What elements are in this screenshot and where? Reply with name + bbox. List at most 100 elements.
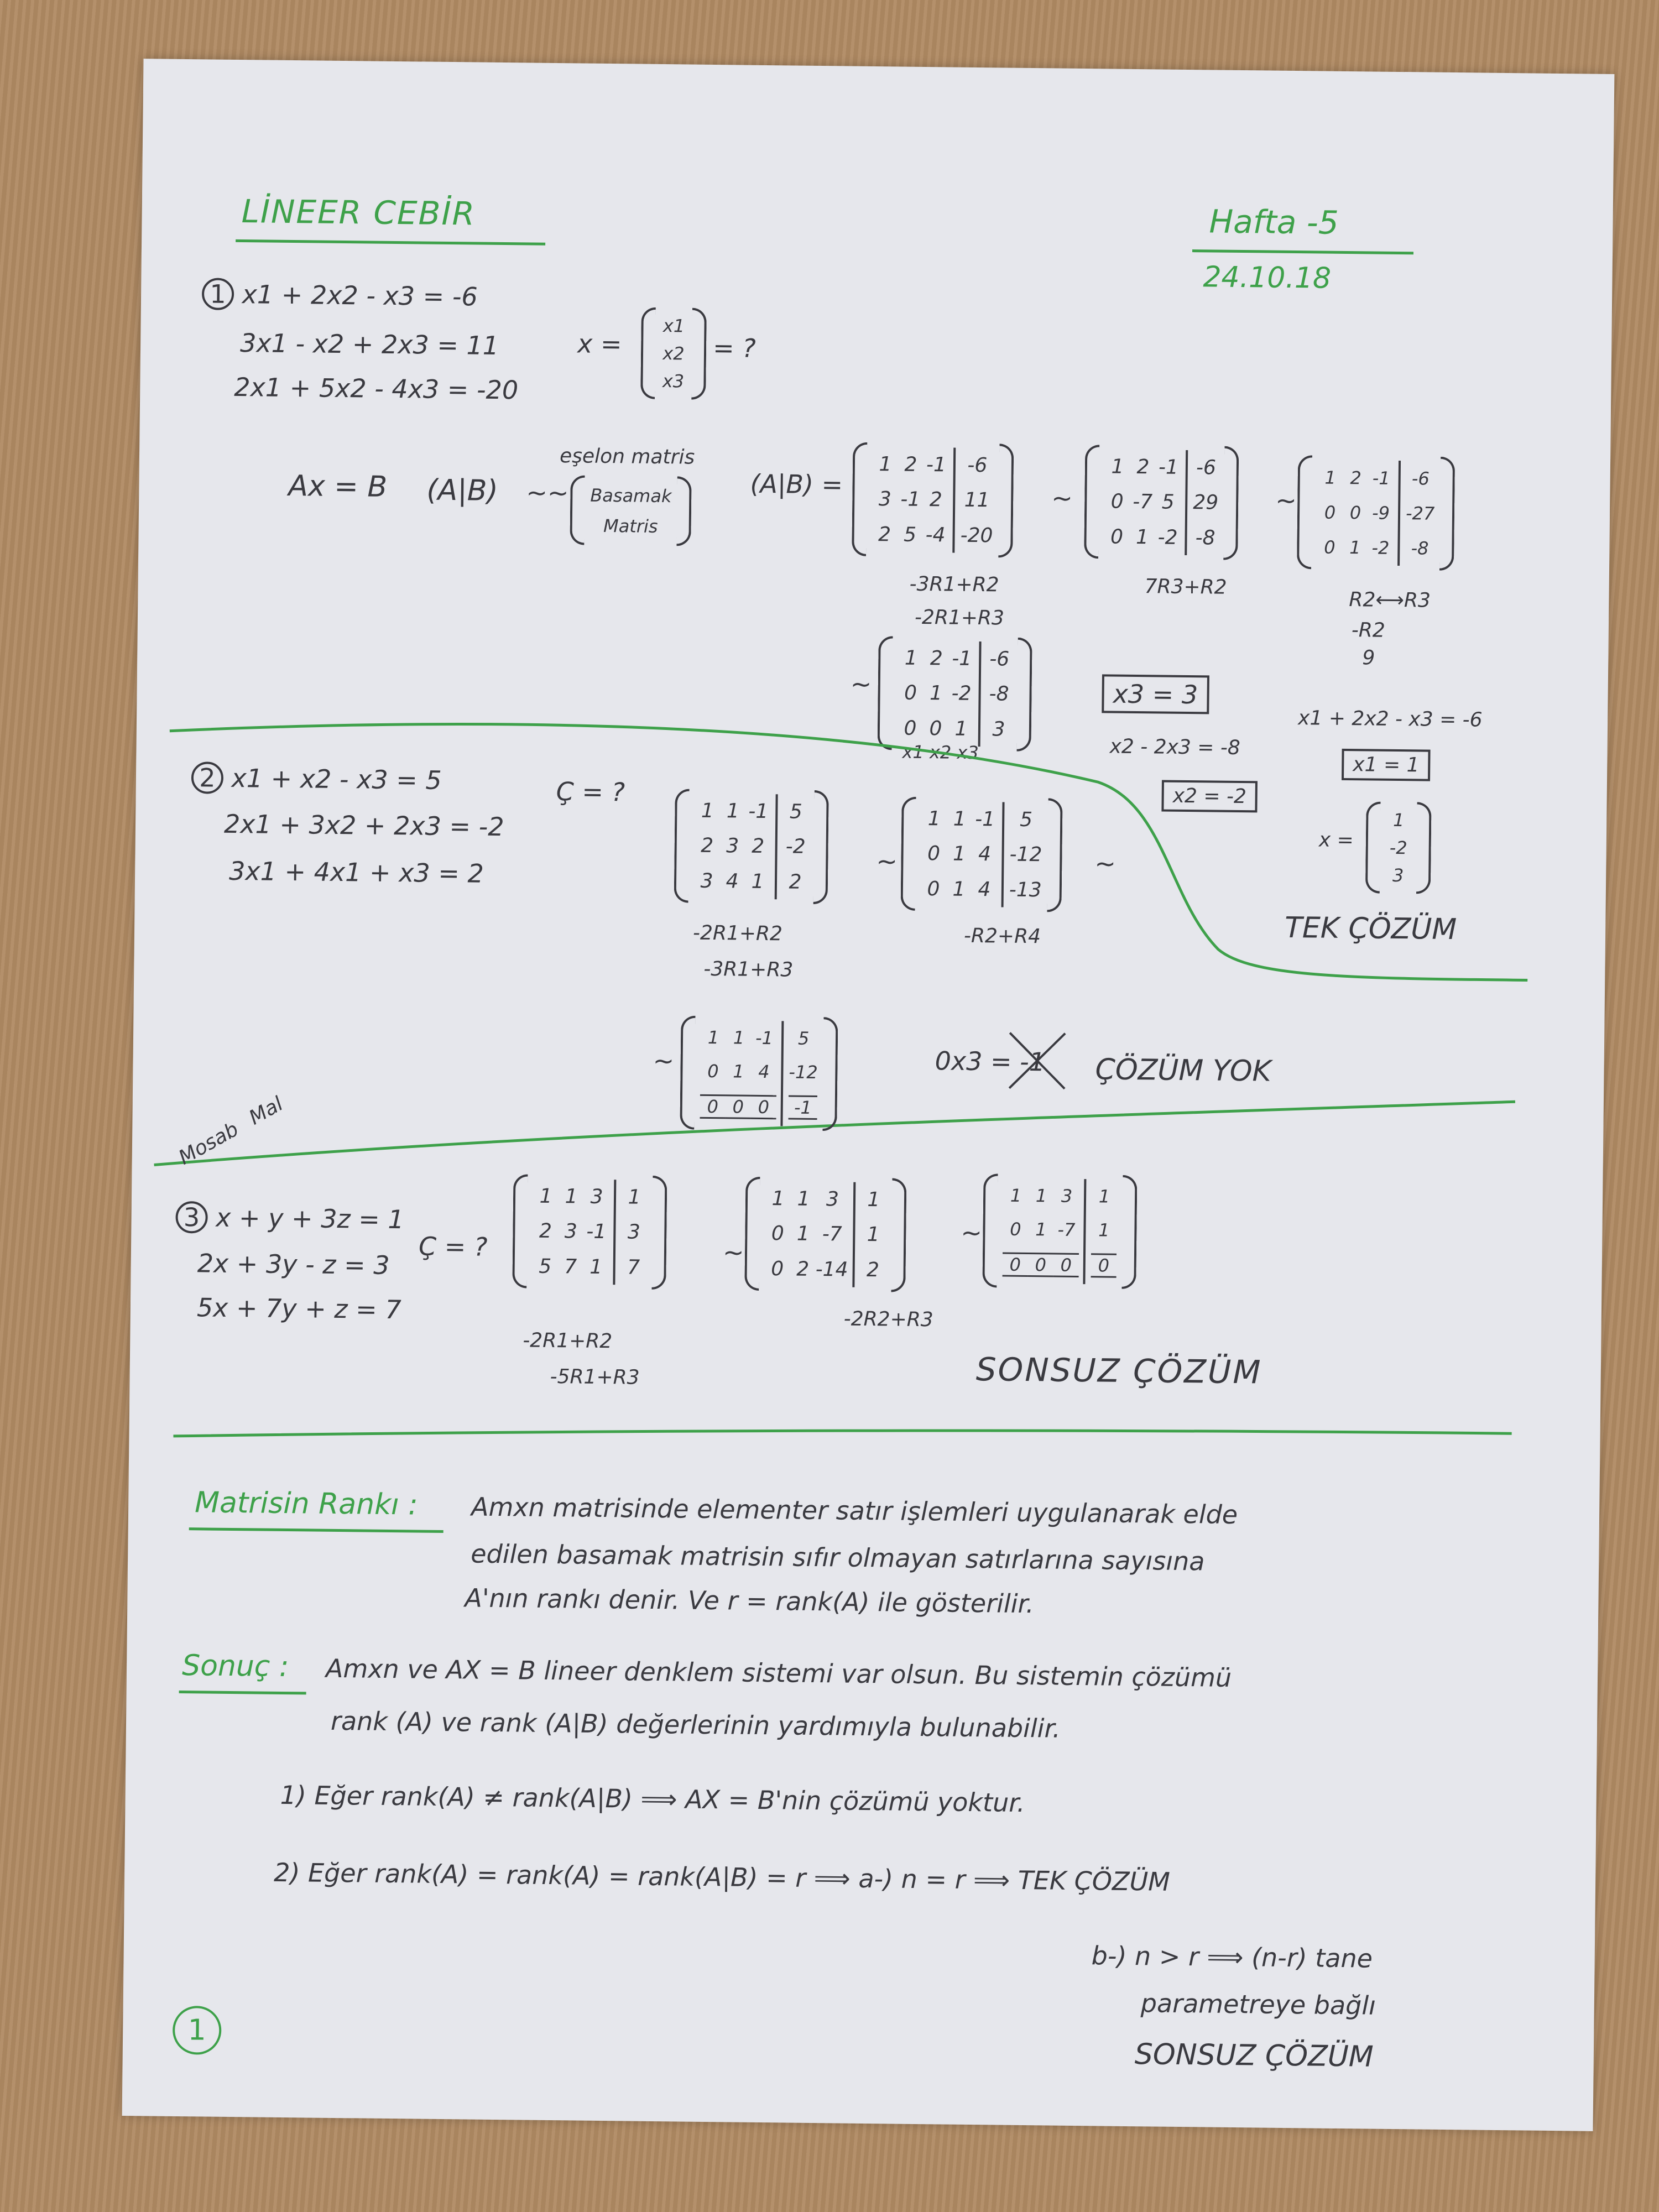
matrix-cell: -7 xyxy=(822,1223,842,1246)
matrix-cell: 3 xyxy=(1061,1185,1073,1207)
condition-2b-result: SONSUZ ÇÖZÜM xyxy=(1134,2038,1374,2074)
matrix-cell: 3 xyxy=(564,1220,578,1243)
condition-2b: b-) n > r ⟹ (n-r) tane xyxy=(1091,1940,1373,1974)
result-no-solution: ÇÖZÜM YOK xyxy=(1095,1053,1272,1088)
matrix-cell: -14 xyxy=(815,1258,848,1281)
matrix-cell: 5 xyxy=(539,1255,552,1278)
row-op: -2R2+R3 xyxy=(843,1307,933,1332)
solution-set-question: Ç = ? xyxy=(418,1231,488,1262)
matrix-cell: 2 xyxy=(752,835,765,858)
matrix-cell: -1 xyxy=(748,800,769,823)
matrix-cell: 3 xyxy=(590,1185,603,1209)
equation: 2x + 3y - z = 3 xyxy=(197,1248,390,1280)
matrix-bracket-right xyxy=(1047,798,1063,912)
matrix-cell: 1 xyxy=(1010,1185,1022,1206)
matrix-cell: 0 xyxy=(725,1094,751,1120)
matrix-cell: 2 xyxy=(789,870,802,894)
matrix-cell: 1 xyxy=(1035,1219,1047,1240)
matrix-cell: 1 xyxy=(867,1223,880,1246)
matrix-cell: 2 xyxy=(701,834,714,858)
matrix-cell: 0 xyxy=(750,1095,776,1120)
matrix-cell: 7 xyxy=(564,1255,577,1279)
matrix-cell: 1 xyxy=(701,799,714,823)
matrix-cell: 1 xyxy=(751,870,764,893)
matrix-cell: -12 xyxy=(789,1061,818,1083)
matrix-cell: -7 xyxy=(1057,1219,1076,1240)
matrix-cell: 1 xyxy=(867,1188,880,1212)
equation: 3x1 + 4x1 + x3 = 2 xyxy=(228,855,484,889)
matrix-bracket-left xyxy=(900,796,916,911)
matrix-bracket-left xyxy=(512,1174,528,1288)
sonuc-label: Sonuç : xyxy=(181,1649,289,1684)
matrix-cell: 1 xyxy=(927,807,941,831)
row-op: -5R1+R3 xyxy=(550,1365,640,1389)
matrix-cell: 0 xyxy=(707,1060,719,1082)
matrix-cell: 4 xyxy=(758,1061,770,1083)
matrix-bracket-left xyxy=(680,1015,696,1130)
equation: 5x + 7y + z = 7 xyxy=(196,1292,401,1325)
problem-number: 2 xyxy=(191,761,224,794)
matrix-cell: 5 xyxy=(789,800,803,823)
augmented-column: 1 1 2 xyxy=(852,1182,887,1288)
problem-3-equations: 3 x + y + 3z = 1 xyxy=(175,1201,404,1235)
matrix-cell: 0 xyxy=(927,842,941,865)
tilde: ~ xyxy=(961,1217,983,1248)
page-number: 1 xyxy=(172,2005,222,2055)
matrix-cell: 4 xyxy=(978,878,991,901)
matrix-cell: 1 xyxy=(952,878,966,901)
matrix-cell: -2 xyxy=(785,835,806,859)
matrix-cell: 0 xyxy=(1010,1218,1021,1240)
matrix-column: 1 3 4 xyxy=(719,794,746,899)
row-op: -2R1+R2 xyxy=(523,1329,613,1353)
matrix-cell: 1 xyxy=(1098,1186,1110,1207)
matrix-bracket-right xyxy=(1121,1175,1138,1290)
matrix-bracket-left xyxy=(982,1173,998,1288)
solution-set-question: Ç = ? xyxy=(556,776,625,807)
matrix-cell: 3 xyxy=(627,1220,641,1244)
augmented-column: 5-12-13 xyxy=(1001,802,1043,908)
matrix-cell: 1 xyxy=(628,1186,641,1209)
matrix-column: 1 1 1 xyxy=(946,801,973,906)
matrix-cell: 2 xyxy=(796,1258,810,1281)
matrix-cell: 1 xyxy=(1035,1185,1047,1207)
matrix-cell: 0 xyxy=(771,1222,785,1245)
matrix-bracket-left xyxy=(674,789,690,903)
rank-definition: A'nın rankı denir. Ve r = rank(A) ile gö… xyxy=(465,1583,1035,1619)
rank-label: Matrisin Rankı : xyxy=(194,1486,419,1522)
matrix-cell: 4 xyxy=(726,870,739,893)
matrix-column: -1 2 1 xyxy=(745,794,771,899)
augmented-column: 5 -2 2 xyxy=(774,794,809,900)
matrix-cell: 0 xyxy=(1091,1253,1117,1279)
matrix-cell: 1 xyxy=(589,1255,603,1279)
matrix-bracket-right xyxy=(813,790,829,905)
matrix-cell: 2 xyxy=(866,1258,880,1282)
matrix-cell: 0 xyxy=(927,877,940,901)
matrix-cell: 4 xyxy=(978,843,992,866)
contradiction: 0x3 = -1 xyxy=(935,1046,1046,1077)
matrix-cell: 1 xyxy=(953,807,966,831)
matrix-cell: 5 xyxy=(1019,808,1033,832)
matrix-cell: 1 xyxy=(796,1223,810,1246)
problem-number: 3 xyxy=(175,1201,208,1234)
problem-2-equations: 2 x1 + x2 - x3 = 5 xyxy=(191,761,442,796)
matrix-cell: 3 xyxy=(726,834,739,858)
matrix-cell: 0 xyxy=(700,1094,726,1119)
matrix-cell: 1 xyxy=(797,1187,810,1211)
matrix-cell: 1 xyxy=(952,843,966,866)
matrix-cell: 5 xyxy=(797,1027,810,1049)
matrix-cell: 1 xyxy=(707,1026,719,1048)
matrix-cell: 1 xyxy=(726,800,740,823)
